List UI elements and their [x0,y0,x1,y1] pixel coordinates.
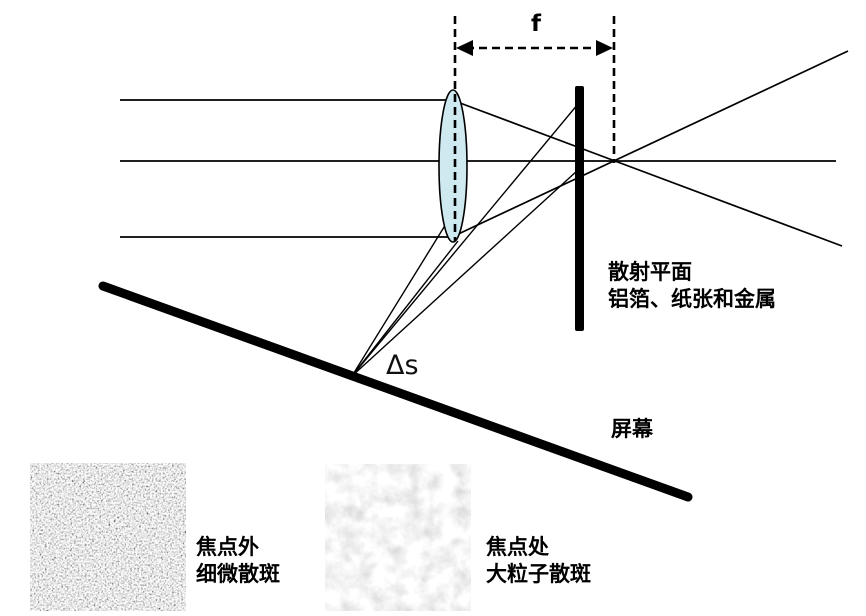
scattered-ray-2 [351,169,579,377]
screen-line [98,281,693,502]
scattering-plane-label-line1: 散射平面 [608,260,692,284]
scattered-rays [351,103,579,377]
speckle-right-caption-line1: 焦点处 [485,535,549,559]
speckle-image-out-of-focus [30,463,186,611]
scattered-ray-3 [351,218,450,377]
focal-length-arrow [456,40,613,56]
delta-s-label: Δs [386,350,419,381]
focal-length-label: f [531,11,542,37]
speckle-left-caption-line1: 焦点外 [195,535,259,559]
arrowhead-left-icon [456,40,473,56]
ray-top-refracted [451,99,843,247]
screen-label: 屏幕 [611,417,654,441]
scattering-plane-label-line2: 铝箔、纸张和金属 [608,287,776,311]
lens [438,89,468,243]
light-rays [120,50,849,247]
scattered-ray-1 [351,103,579,377]
speckle-left-caption-line2: 细微散斑 [196,562,280,586]
arrowhead-right-icon [596,40,613,56]
scattered-ray-4 [351,240,459,377]
ray-bottom-refracted [451,50,849,238]
speckle-right-caption-line2: 大粒子散斑 [486,562,591,586]
scattering-plane-bar [575,86,584,331]
speckle-image-in-focus [325,464,471,611]
